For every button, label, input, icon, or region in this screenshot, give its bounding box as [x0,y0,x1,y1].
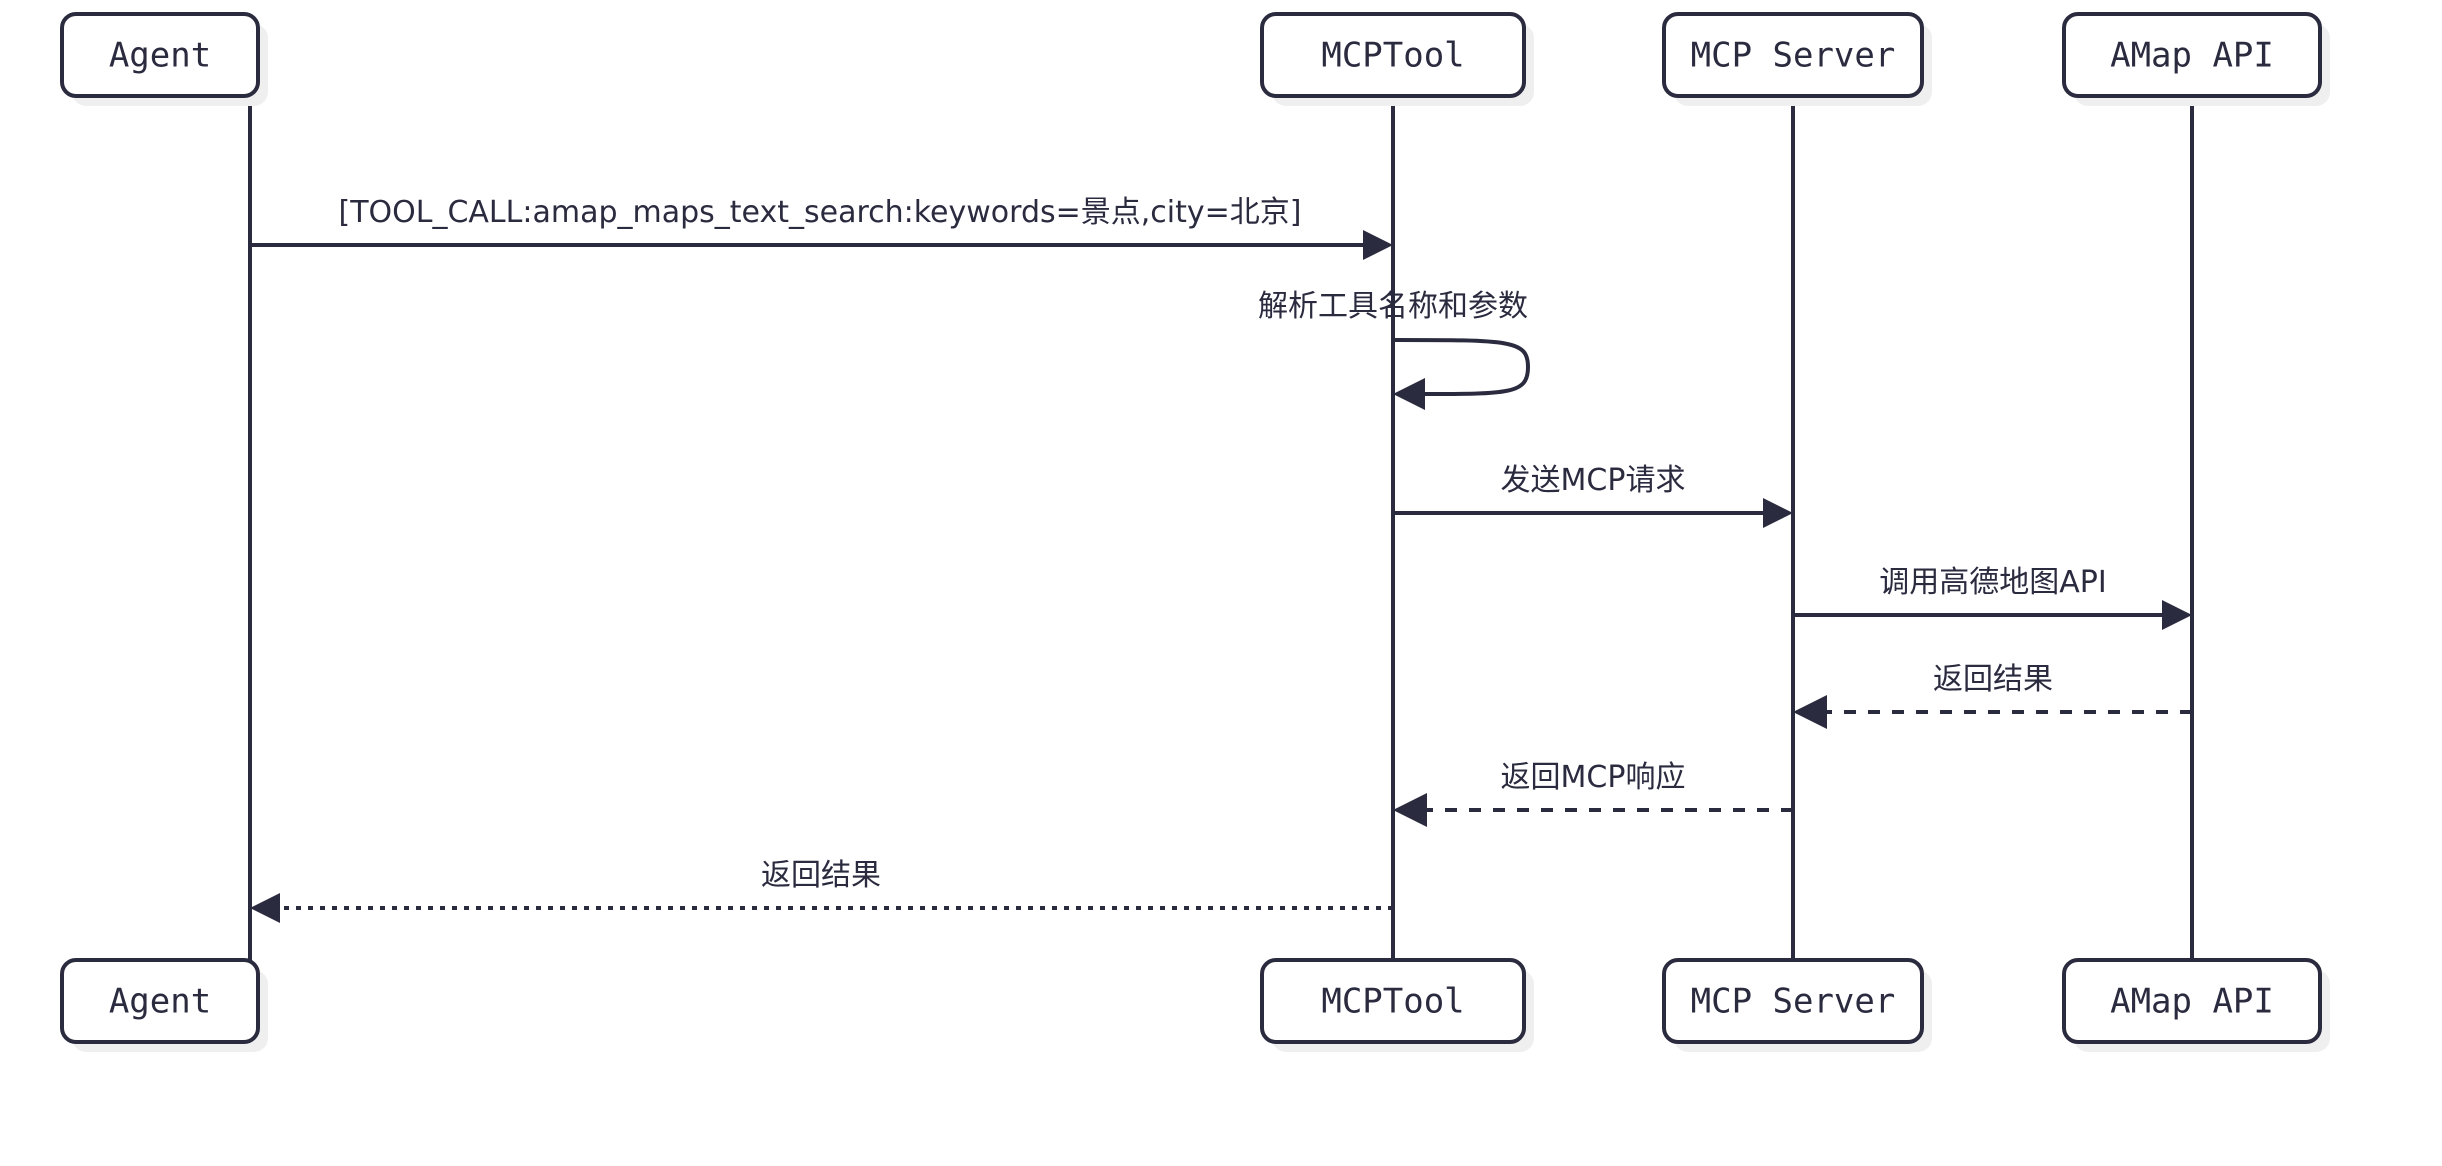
message-7-arrowhead [250,893,280,923]
message-3-arrowhead [1763,498,1793,528]
message-4-arrowhead [2162,600,2192,630]
message-5-arrowhead [1793,695,1827,729]
message-2-arrowhead [1393,378,1425,410]
message-2-loop-path [1392,338,1531,396]
message-6-label: 返回MCP响应 [1501,760,1686,795]
actor-label-amapapi-bottom: AMap API [2110,982,2274,1022]
message-6-arrowhead [1393,793,1427,827]
message-2-self-loop[interactable]: 解析工具名称和参数 [1258,289,1531,410]
message-7-return-result-agent[interactable]: 返回结果 [250,858,1393,923]
actor-box-mcpserver-top[interactable]: MCP Server [1662,12,1932,106]
message-1-tool-call[interactable]: [TOOL_CALL:amap_maps_text_search:keyword… [250,195,1393,260]
actor-box-agent-bottom[interactable]: Agent [60,958,268,1052]
message-7-label: 返回结果 [761,858,881,893]
actor-label-agent-bottom: Agent [109,982,211,1022]
message-5-label: 返回结果 [1933,662,2053,697]
message-1-label: [TOOL_CALL:amap_maps_text_search:keyword… [338,195,1301,230]
actor-label-mcpserver-top: MCP Server [1691,36,1896,76]
actor-label-amapapi-top: AMap API [2110,36,2274,76]
actor-box-mcptool-top[interactable]: MCPTool [1260,12,1534,106]
actor-box-amapapi-bottom[interactable]: AMap API [2062,958,2330,1052]
top-actor-boxes: Agent MCPTool MCP Server AMap API [60,12,2330,106]
message-4-call-amap-api[interactable]: 调用高德地图API [1793,565,2192,630]
actor-box-mcpserver-bottom[interactable]: MCP Server [1662,958,1932,1052]
message-6-return-mcp-response[interactable]: 返回MCP响应 [1393,760,1793,827]
actor-box-amapapi-top[interactable]: AMap API [2062,12,2330,106]
message-1-arrowhead [1363,230,1393,260]
actor-box-agent-top[interactable]: Agent [60,12,268,106]
actor-label-mcptool-top: MCPTool [1321,36,1464,76]
message-3-label: 发送MCP请求 [1501,463,1686,498]
message-2-label: 解析工具名称和参数 [1258,289,1528,324]
actor-label-agent-top: Agent [109,36,211,76]
actor-label-mcpserver-bottom: MCP Server [1691,982,1896,1022]
message-4-label: 调用高德地图API [1879,565,2106,600]
actor-box-mcptool-bottom[interactable]: MCPTool [1260,958,1534,1052]
message-5-return-result[interactable]: 返回结果 [1793,662,2192,729]
bottom-actor-boxes: Agent MCPTool MCP Server AMap API [60,958,2330,1052]
actor-label-mcptool-bottom: MCPTool [1321,982,1464,1022]
lifelines-group [248,96,2194,962]
message-3-send-mcp-request[interactable]: 发送MCP请求 [1393,463,1793,528]
